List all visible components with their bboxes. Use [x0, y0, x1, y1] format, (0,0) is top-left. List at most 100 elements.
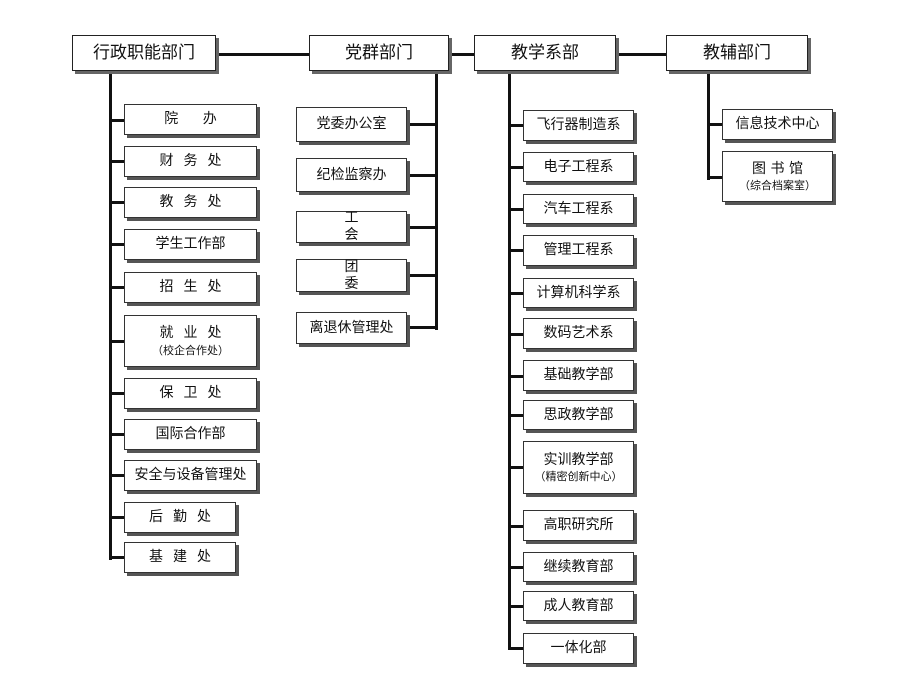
party-unit: 离退休管理处 [296, 312, 407, 344]
branch [111, 340, 125, 343]
dept-admin: 行政职能部门 [72, 35, 216, 71]
branch [510, 333, 524, 336]
branch [510, 566, 524, 569]
branch [709, 176, 723, 179]
unit-label: 基础教学部 [543, 367, 614, 384]
dept-label: 教辅部门 [703, 42, 771, 63]
unit-label: 飞行器制造系 [536, 117, 621, 134]
unit-label: 基建处 [149, 549, 221, 566]
unit-label: 成人教育部 [543, 597, 614, 614]
top-connector-3 [615, 53, 667, 56]
party-unit: 党委办公室 [296, 107, 407, 142]
branch [111, 119, 125, 122]
unit-note: （综合档案室） [739, 179, 816, 193]
unit-label: 信息技术中心 [735, 116, 820, 133]
unit-label: 国际合作部 [155, 426, 226, 443]
admin-unit: 院 办 [124, 104, 257, 135]
admin-unit: 就业处 （校企合作处） [124, 315, 257, 367]
unit-label: 纪检监察办 [316, 166, 387, 183]
admin-unit: 教务处 [124, 187, 257, 218]
branch [111, 201, 125, 204]
branch [111, 556, 125, 559]
branch [510, 292, 524, 295]
branch [111, 516, 125, 519]
party-trunk [435, 70, 438, 330]
admin-unit: 招生处 [124, 272, 257, 303]
admin-unit: 基建处 [124, 542, 236, 573]
teaching-unit: 实训教学部 （精密创新中心） [523, 441, 634, 494]
teaching-unit: 管理工程系 [523, 235, 634, 266]
teaching-unit: 飞行器制造系 [523, 110, 634, 141]
teaching-unit: 电子工程系 [523, 152, 634, 182]
dept-label: 行政职能部门 [93, 42, 195, 63]
unit-label: 实训教学部 [543, 451, 614, 468]
unit-label: 院 办 [164, 111, 227, 128]
branch [510, 647, 524, 650]
branch [510, 249, 524, 252]
teaching-trunk [508, 70, 511, 650]
unit-label: 高职研究所 [543, 517, 614, 534]
branch [406, 274, 437, 277]
teaching-unit: 基础教学部 [523, 360, 634, 391]
branch [510, 605, 524, 608]
top-connector-1 [215, 53, 310, 56]
branch [111, 433, 125, 436]
admin-trunk [109, 70, 112, 560]
branch [111, 243, 125, 246]
branch [406, 123, 437, 126]
support-unit: 图 书 馆 （综合档案室） [722, 151, 833, 202]
branch [510, 124, 524, 127]
unit-label: 一体化部 [550, 640, 607, 657]
unit-label: 安全与设备管理处 [134, 467, 247, 484]
support-unit: 信息技术中心 [722, 109, 833, 140]
branch [111, 392, 125, 395]
branch [510, 166, 524, 169]
branch [406, 174, 437, 177]
branch [510, 375, 524, 378]
unit-label: 数码艺术系 [543, 325, 614, 342]
branch [111, 474, 125, 477]
unit-label: 招生处 [159, 279, 232, 296]
unit-note: （校企合作处） [152, 343, 229, 357]
admin-unit: 国际合作部 [124, 419, 257, 450]
branch [510, 525, 524, 528]
branch [510, 414, 524, 417]
teaching-unit: 一体化部 [523, 633, 634, 664]
unit-label: 思政教学部 [543, 406, 614, 423]
unit-label: 工 会 [344, 210, 381, 243]
branch [510, 208, 524, 211]
dept-teaching: 教学系部 [474, 35, 616, 71]
branch [111, 160, 125, 163]
party-unit: 纪检监察办 [296, 158, 407, 192]
teaching-unit: 思政教学部 [523, 400, 634, 430]
support-trunk [707, 70, 710, 180]
unit-label: 就业处 [159, 325, 232, 341]
branch [709, 123, 723, 126]
admin-unit: 学生工作部 [124, 229, 257, 260]
admin-unit: 保卫处 [124, 378, 257, 409]
dept-label: 党群部门 [345, 42, 413, 63]
unit-label: 党委办公室 [316, 116, 387, 133]
unit-label: 保卫处 [159, 385, 232, 402]
party-unit: 工 会 [296, 210, 407, 243]
branch [406, 226, 437, 229]
dept-support: 教辅部门 [666, 35, 808, 71]
teaching-unit: 继续教育部 [523, 552, 634, 582]
dept-label: 教学系部 [511, 42, 579, 63]
unit-label: 团 委 [344, 258, 381, 292]
branch [510, 466, 524, 469]
party-unit: 团 委 [296, 259, 407, 292]
unit-label: 学生工作部 [155, 236, 226, 253]
teaching-unit: 计算机科学系 [523, 278, 634, 308]
unit-label: 离退休管理处 [309, 319, 394, 336]
unit-label: 教务处 [159, 194, 232, 211]
unit-label: 图 书 馆 [752, 160, 803, 177]
top-connector-2 [448, 53, 475, 56]
teaching-unit: 汽车工程系 [523, 194, 634, 224]
unit-label: 汽车工程系 [543, 200, 614, 217]
unit-label: 财务处 [159, 153, 232, 170]
unit-label: 继续教育部 [543, 558, 614, 575]
admin-unit: 财务处 [124, 146, 257, 177]
unit-label: 管理工程系 [543, 242, 614, 259]
unit-label: 后勤处 [149, 509, 221, 526]
